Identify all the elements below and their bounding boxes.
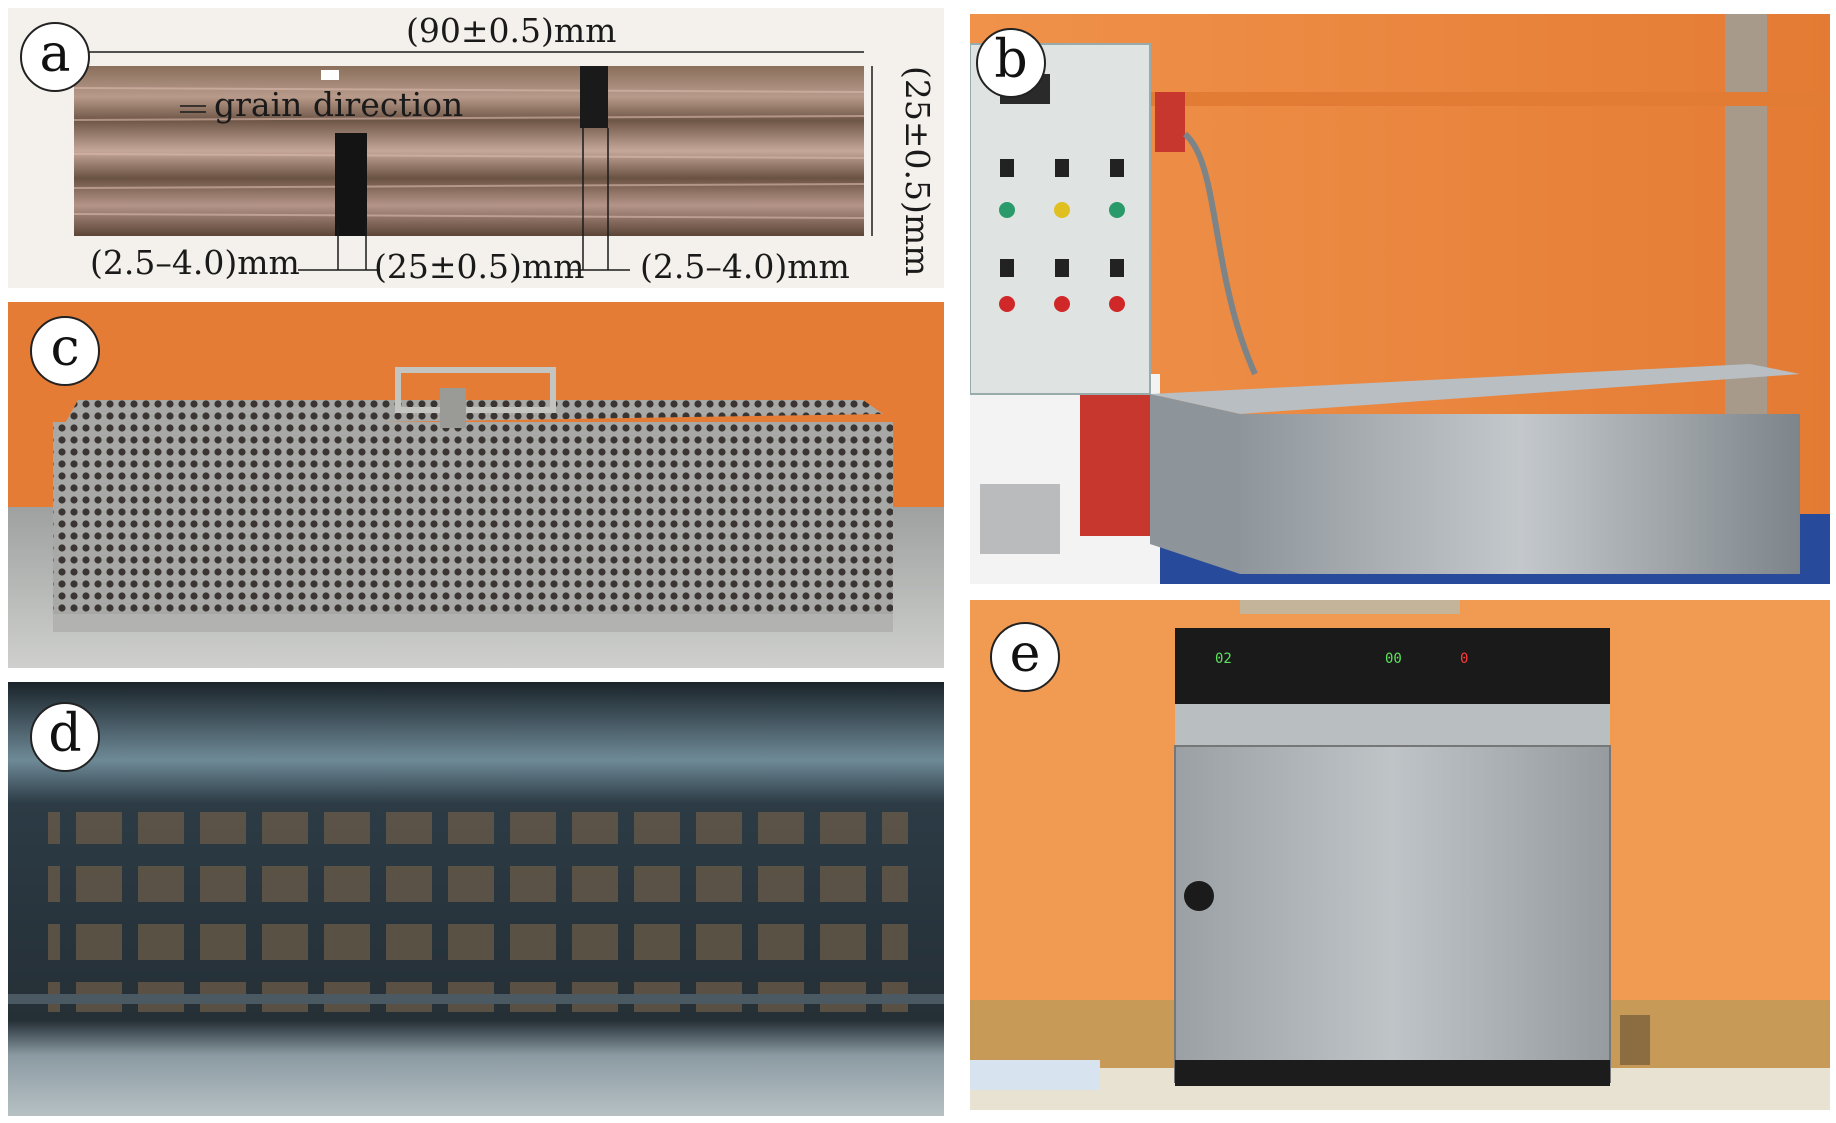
panel-label-b: b <box>976 28 1046 98</box>
specimen-photo <box>73 51 873 271</box>
submerged-specimens-photo <box>8 682 944 1116</box>
notch-gap-dimension: (25±0.5)mm <box>374 247 585 286</box>
panel-c-basket: c <box>8 302 944 668</box>
svg-text:0: 0 <box>1460 651 1468 667</box>
notch-right-dimension: (2.5–4.0)mm <box>640 247 850 286</box>
panel-a-specimen: (90±0.5)mm grain direction (25±0.5)mm (2… <box>8 8 944 288</box>
svg-text:00: 00 <box>1385 651 1402 667</box>
length-dimension: (90±0.5)mm <box>406 11 617 50</box>
grain-direction-label: grain direction <box>214 85 464 124</box>
basket-photo <box>8 302 944 668</box>
water-bath-photo <box>970 14 1830 584</box>
height-dimension: (25±0.5)mm <box>898 66 937 277</box>
panel-e-oven: 02 00 0 e <box>970 600 1830 1110</box>
oven-photo: 02 00 0 <box>970 600 1830 1110</box>
notch-left-dimension: (2.5–4.0)mm <box>90 243 300 282</box>
panel-label-d: d <box>30 702 100 772</box>
svg-text:02: 02 <box>1215 651 1232 667</box>
panel-label-a: a <box>20 22 90 92</box>
panel-label-e: e <box>990 622 1060 692</box>
panel-b-water-bath: b <box>970 14 1830 584</box>
panel-d-submerged: d <box>8 682 944 1116</box>
panel-label-c: c <box>30 316 100 386</box>
